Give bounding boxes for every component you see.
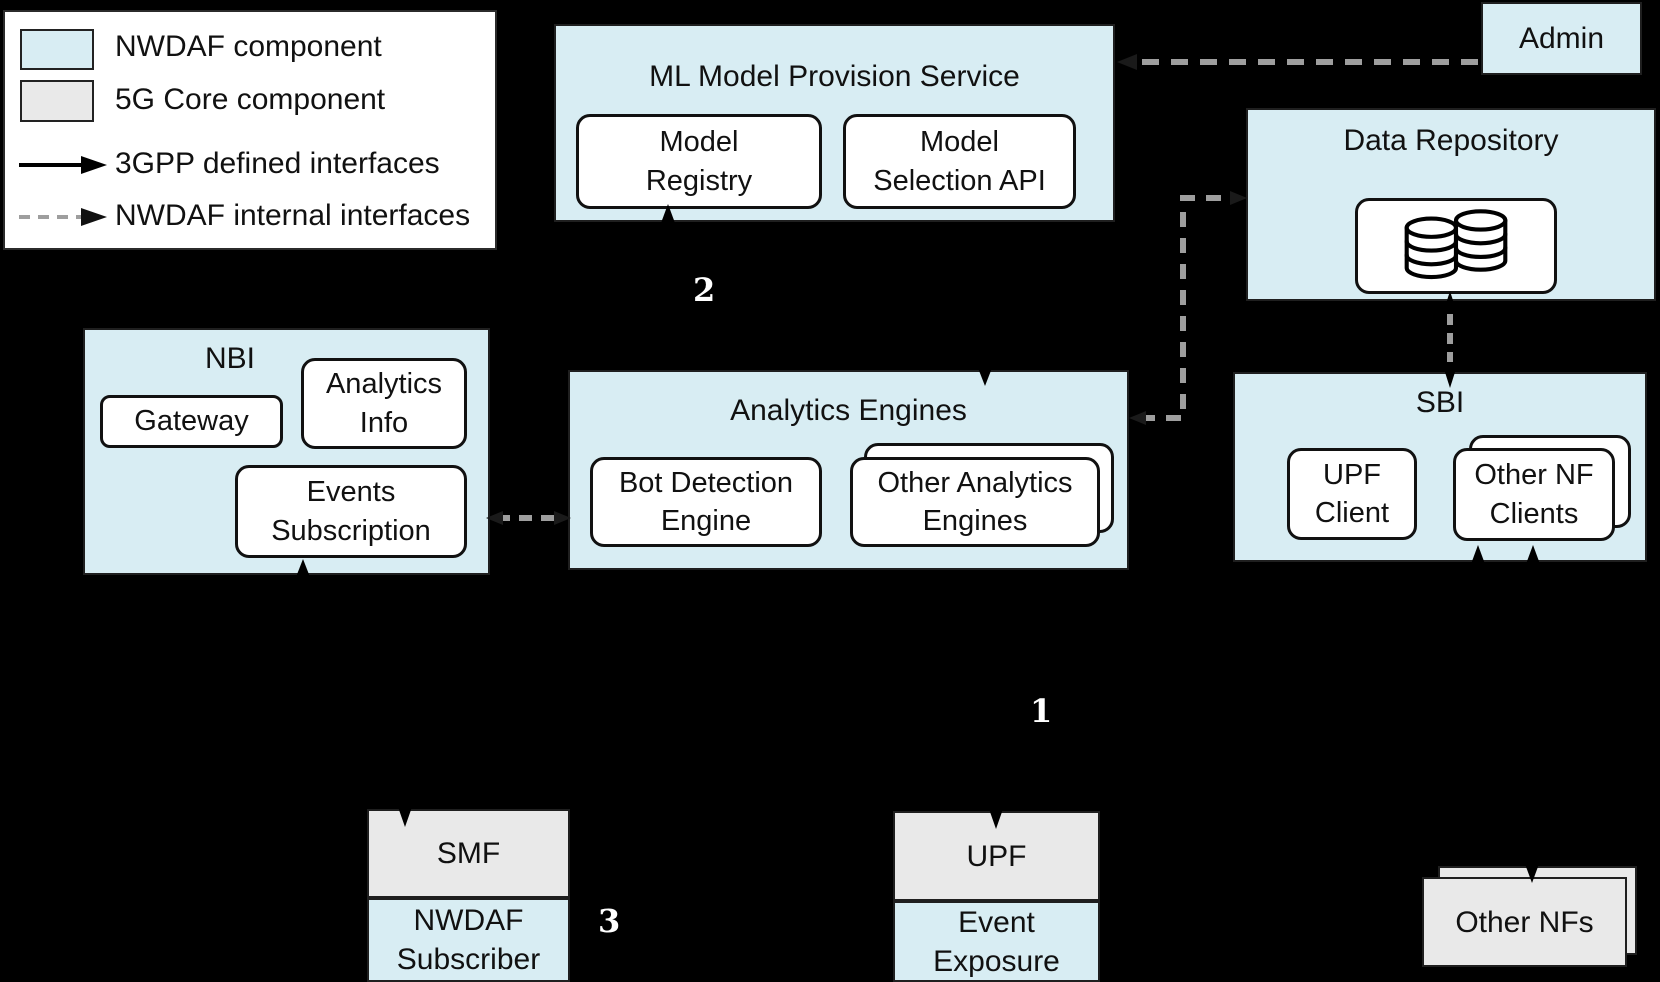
legend-label-3gpp-interfaces: 3GPP defined interfaces bbox=[115, 147, 440, 180]
flow-marker-2: 2 bbox=[693, 271, 716, 309]
bot-detection-engine-box: Bot Detection Engine bbox=[590, 457, 822, 547]
upf-box: UPF bbox=[893, 811, 1100, 901]
event-exposure-box: Event Exposure bbox=[893, 901, 1100, 982]
data-repository-title: Data Repository bbox=[1343, 124, 1559, 157]
legend-swatch-core-component bbox=[20, 80, 94, 122]
data-repository-box: Data Repository bbox=[1246, 108, 1656, 301]
analytics-info-box: Analytics Info bbox=[301, 358, 467, 449]
legend-label-nwdaf-component: NWDAF component bbox=[115, 30, 382, 63]
model-registry-box: Model Registry bbox=[576, 114, 822, 209]
nbi-analytics-dashed-arrow bbox=[486, 511, 571, 525]
ml-model-provision-service-box: ML Model Provision Service Model Registr… bbox=[554, 24, 1115, 222]
flow-marker-1: 1 bbox=[1030, 692, 1053, 730]
other-analytics-engines-box: Other Analytics Engines bbox=[850, 457, 1100, 547]
solid-arrow-icon bbox=[19, 156, 107, 174]
upf-client-box: UPF Client bbox=[1287, 448, 1417, 540]
database-icon-box bbox=[1355, 198, 1557, 294]
flow-marker-3: 3 bbox=[598, 902, 621, 940]
other-nfs-box: Other NFs bbox=[1422, 877, 1627, 967]
sbi-box: SBI UPF Client Other NF Clients bbox=[1233, 372, 1647, 562]
other-nf-clients-box: Other NF Clients bbox=[1453, 448, 1615, 541]
database-icon bbox=[1404, 209, 1508, 280]
analytics-engines-box: Analytics Engines Bot Detection Engine O… bbox=[568, 370, 1129, 570]
admin-box: Admin bbox=[1481, 2, 1642, 75]
model-selection-api-box: Model Selection API bbox=[843, 114, 1076, 209]
nbi-title: NBI bbox=[204, 342, 255, 375]
admin-to-ml-dashed-arrow bbox=[1117, 54, 1478, 70]
nbi-box: NBI Gateway Analytics Info Events Subscr… bbox=[83, 328, 490, 575]
legend: NWDAF component 5G Core component 3GPP d… bbox=[3, 10, 497, 250]
sbi-title: SBI bbox=[1415, 386, 1465, 419]
gateway-box: Gateway bbox=[100, 395, 283, 448]
analytics-engines-title: Analytics Engines bbox=[730, 394, 967, 427]
events-subscription-box: Events Subscription bbox=[235, 465, 467, 558]
nwdaf-subscriber-box: NWDAF Subscriber bbox=[367, 898, 570, 982]
analytics-datarepo-dashed-arrow bbox=[1129, 191, 1247, 425]
dashed-arrow-icon bbox=[19, 208, 107, 226]
legend-label-internal-interfaces: NWDAF internal interfaces bbox=[115, 199, 471, 232]
legend-label-core-component: 5G Core component bbox=[115, 83, 386, 116]
smf-box: SMF bbox=[367, 809, 570, 898]
ml-model-provision-service-title: ML Model Provision Service bbox=[649, 60, 1020, 93]
legend-swatch-nwdaf-component bbox=[20, 29, 94, 70]
